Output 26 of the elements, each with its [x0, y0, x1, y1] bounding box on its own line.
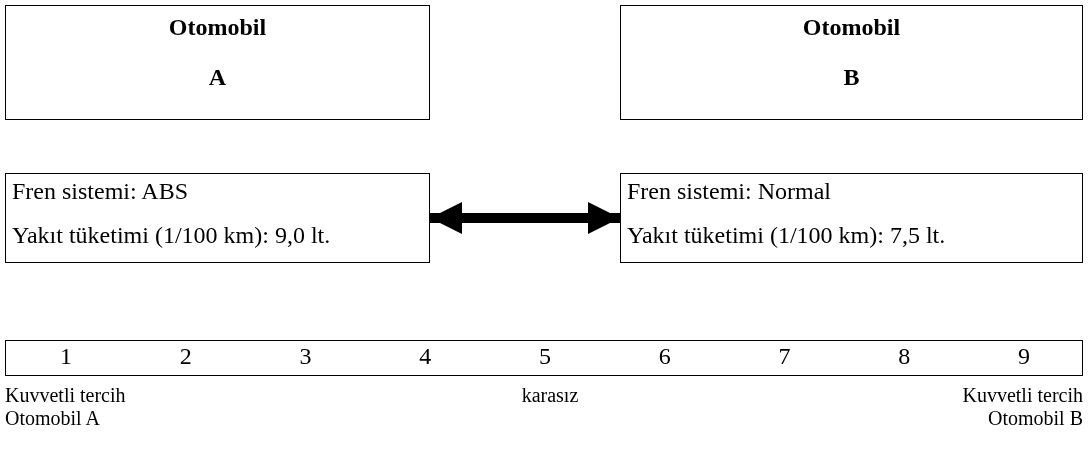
scale-number: 6: [657, 343, 672, 370]
scale-number: 3: [298, 343, 313, 370]
rating-scale-bar: [5, 340, 1083, 376]
scale-number: 9: [1017, 343, 1032, 370]
scale-anchor-label: karasız: [520, 384, 580, 407]
spec-text: Fren sistemi: Normal: [627, 178, 831, 205]
car-spec-box: [620, 173, 1083, 263]
box-heading: Otomobil: [167, 14, 268, 41]
scale-number: 1: [58, 343, 73, 370]
car-spec-box: [5, 173, 430, 263]
scale-anchor-label: Kuvvetli tercih Otomobil A: [5, 384, 127, 430]
spec-text: Yakıt tüketimi (1/100 km): 9,0 lt.: [12, 222, 331, 249]
scale-number: 7: [777, 343, 792, 370]
spec-text: Fren sistemi: ABS: [12, 178, 189, 205]
spec-text: Yakıt tüketimi (1/100 km): 7,5 lt.: [627, 222, 946, 249]
box-letter: A: [207, 64, 228, 91]
car-title-box: [5, 5, 430, 120]
car-title-box: [620, 5, 1083, 120]
box-letter: B: [842, 64, 861, 91]
double-headed-arrow: [430, 202, 620, 234]
scale-number: 5: [538, 343, 552, 370]
scale-anchor-label: Kuvvetli tercih Otomobil B: [961, 384, 1083, 430]
scale-number: 8: [897, 343, 912, 370]
box-heading: Otomobil: [801, 14, 902, 41]
scale-number: 4: [418, 343, 433, 370]
scale-number: 2: [178, 343, 193, 370]
